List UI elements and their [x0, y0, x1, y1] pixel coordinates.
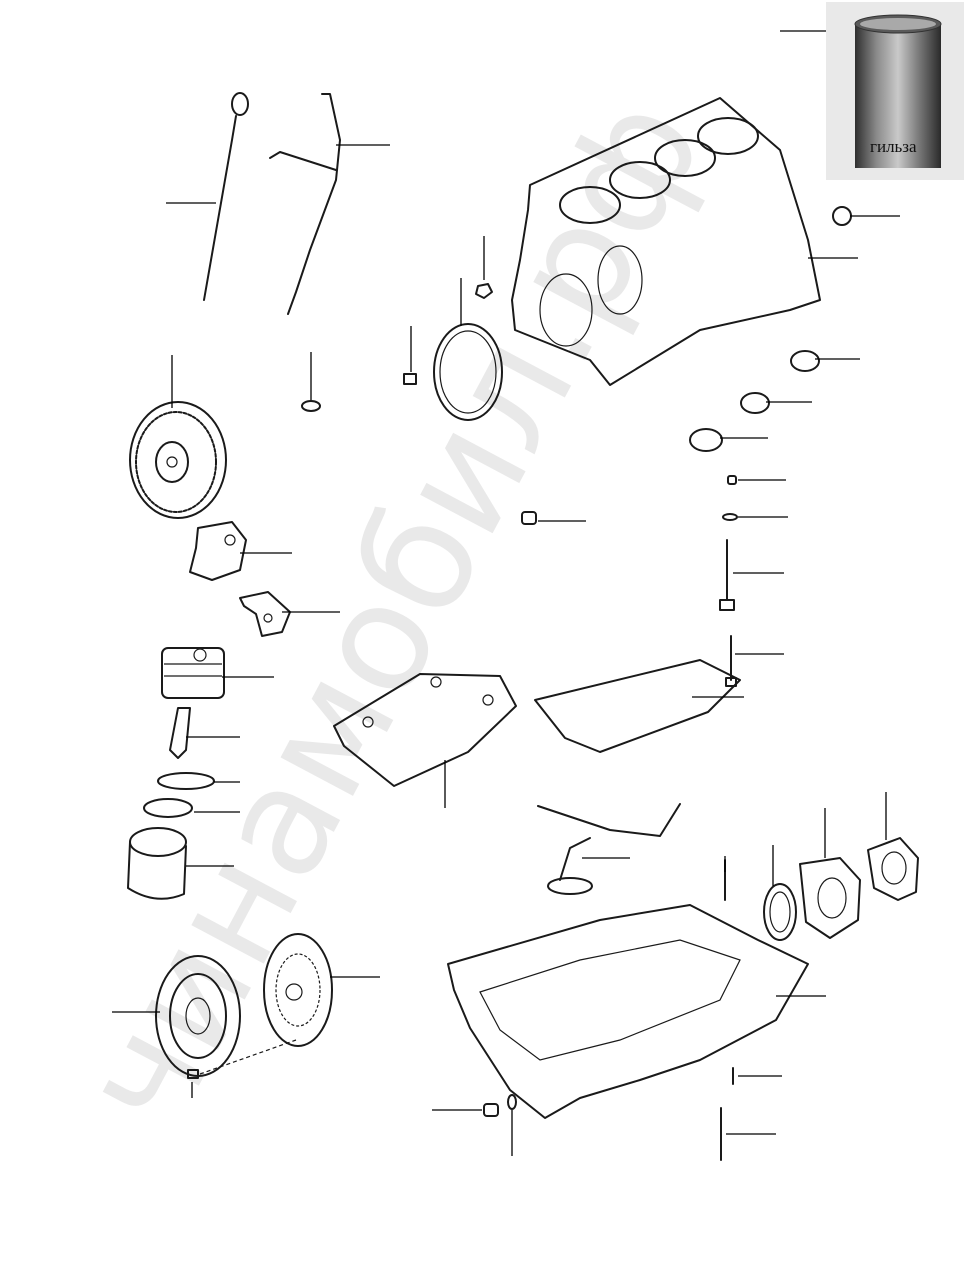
tube-seal-ring	[301, 352, 321, 412]
oil-baffle-plate	[333, 673, 517, 808]
pan-bolt-long	[720, 1107, 776, 1161]
cooler-fitting	[169, 707, 240, 759]
water-outlet-housing	[189, 521, 292, 581]
o-ring-seal	[143, 798, 240, 818]
oil-filter	[127, 827, 234, 900]
flywheel	[129, 355, 227, 519]
dowel-sleeve	[722, 513, 788, 521]
oil-pump-gasket	[867, 792, 919, 901]
cylinder-block	[511, 97, 858, 386]
oil-cooler	[161, 647, 274, 699]
oil-pan	[447, 904, 826, 1119]
clutch-disc	[263, 933, 380, 1047]
oil-pump	[799, 808, 861, 939]
gasket-bolt	[403, 326, 417, 385]
expansion-plug-small	[689, 428, 768, 452]
drain-plug	[432, 1103, 499, 1117]
rear-gasket-ring	[433, 278, 503, 421]
oil-pickup-tube	[537, 803, 681, 895]
block-plug	[832, 206, 900, 226]
hex-nut	[475, 236, 493, 299]
pan-bolt-short	[732, 1067, 782, 1085]
housing-gasket	[239, 591, 340, 637]
jet-plug	[521, 511, 586, 525]
expansion-plug-medium	[740, 392, 812, 414]
drain-plug-washer	[507, 1094, 517, 1156]
flat-washer	[157, 772, 240, 790]
watermark-text: чинамобил.рф	[48, 70, 736, 1157]
crankshaft-seal	[763, 845, 797, 941]
oil-dipstick	[166, 92, 249, 301]
cylinder-sleeve-photo	[826, 2, 964, 180]
dowel-pin	[727, 475, 786, 485]
main-bearing-ladder	[534, 659, 744, 753]
sleeve-label: гильза	[870, 137, 917, 156]
expansion-plug-large	[790, 350, 860, 372]
head-bolt-short	[725, 635, 784, 687]
head-bolt-long	[719, 539, 784, 611]
dipstick-tube	[269, 93, 390, 315]
clutch-bolt	[187, 1039, 297, 1098]
